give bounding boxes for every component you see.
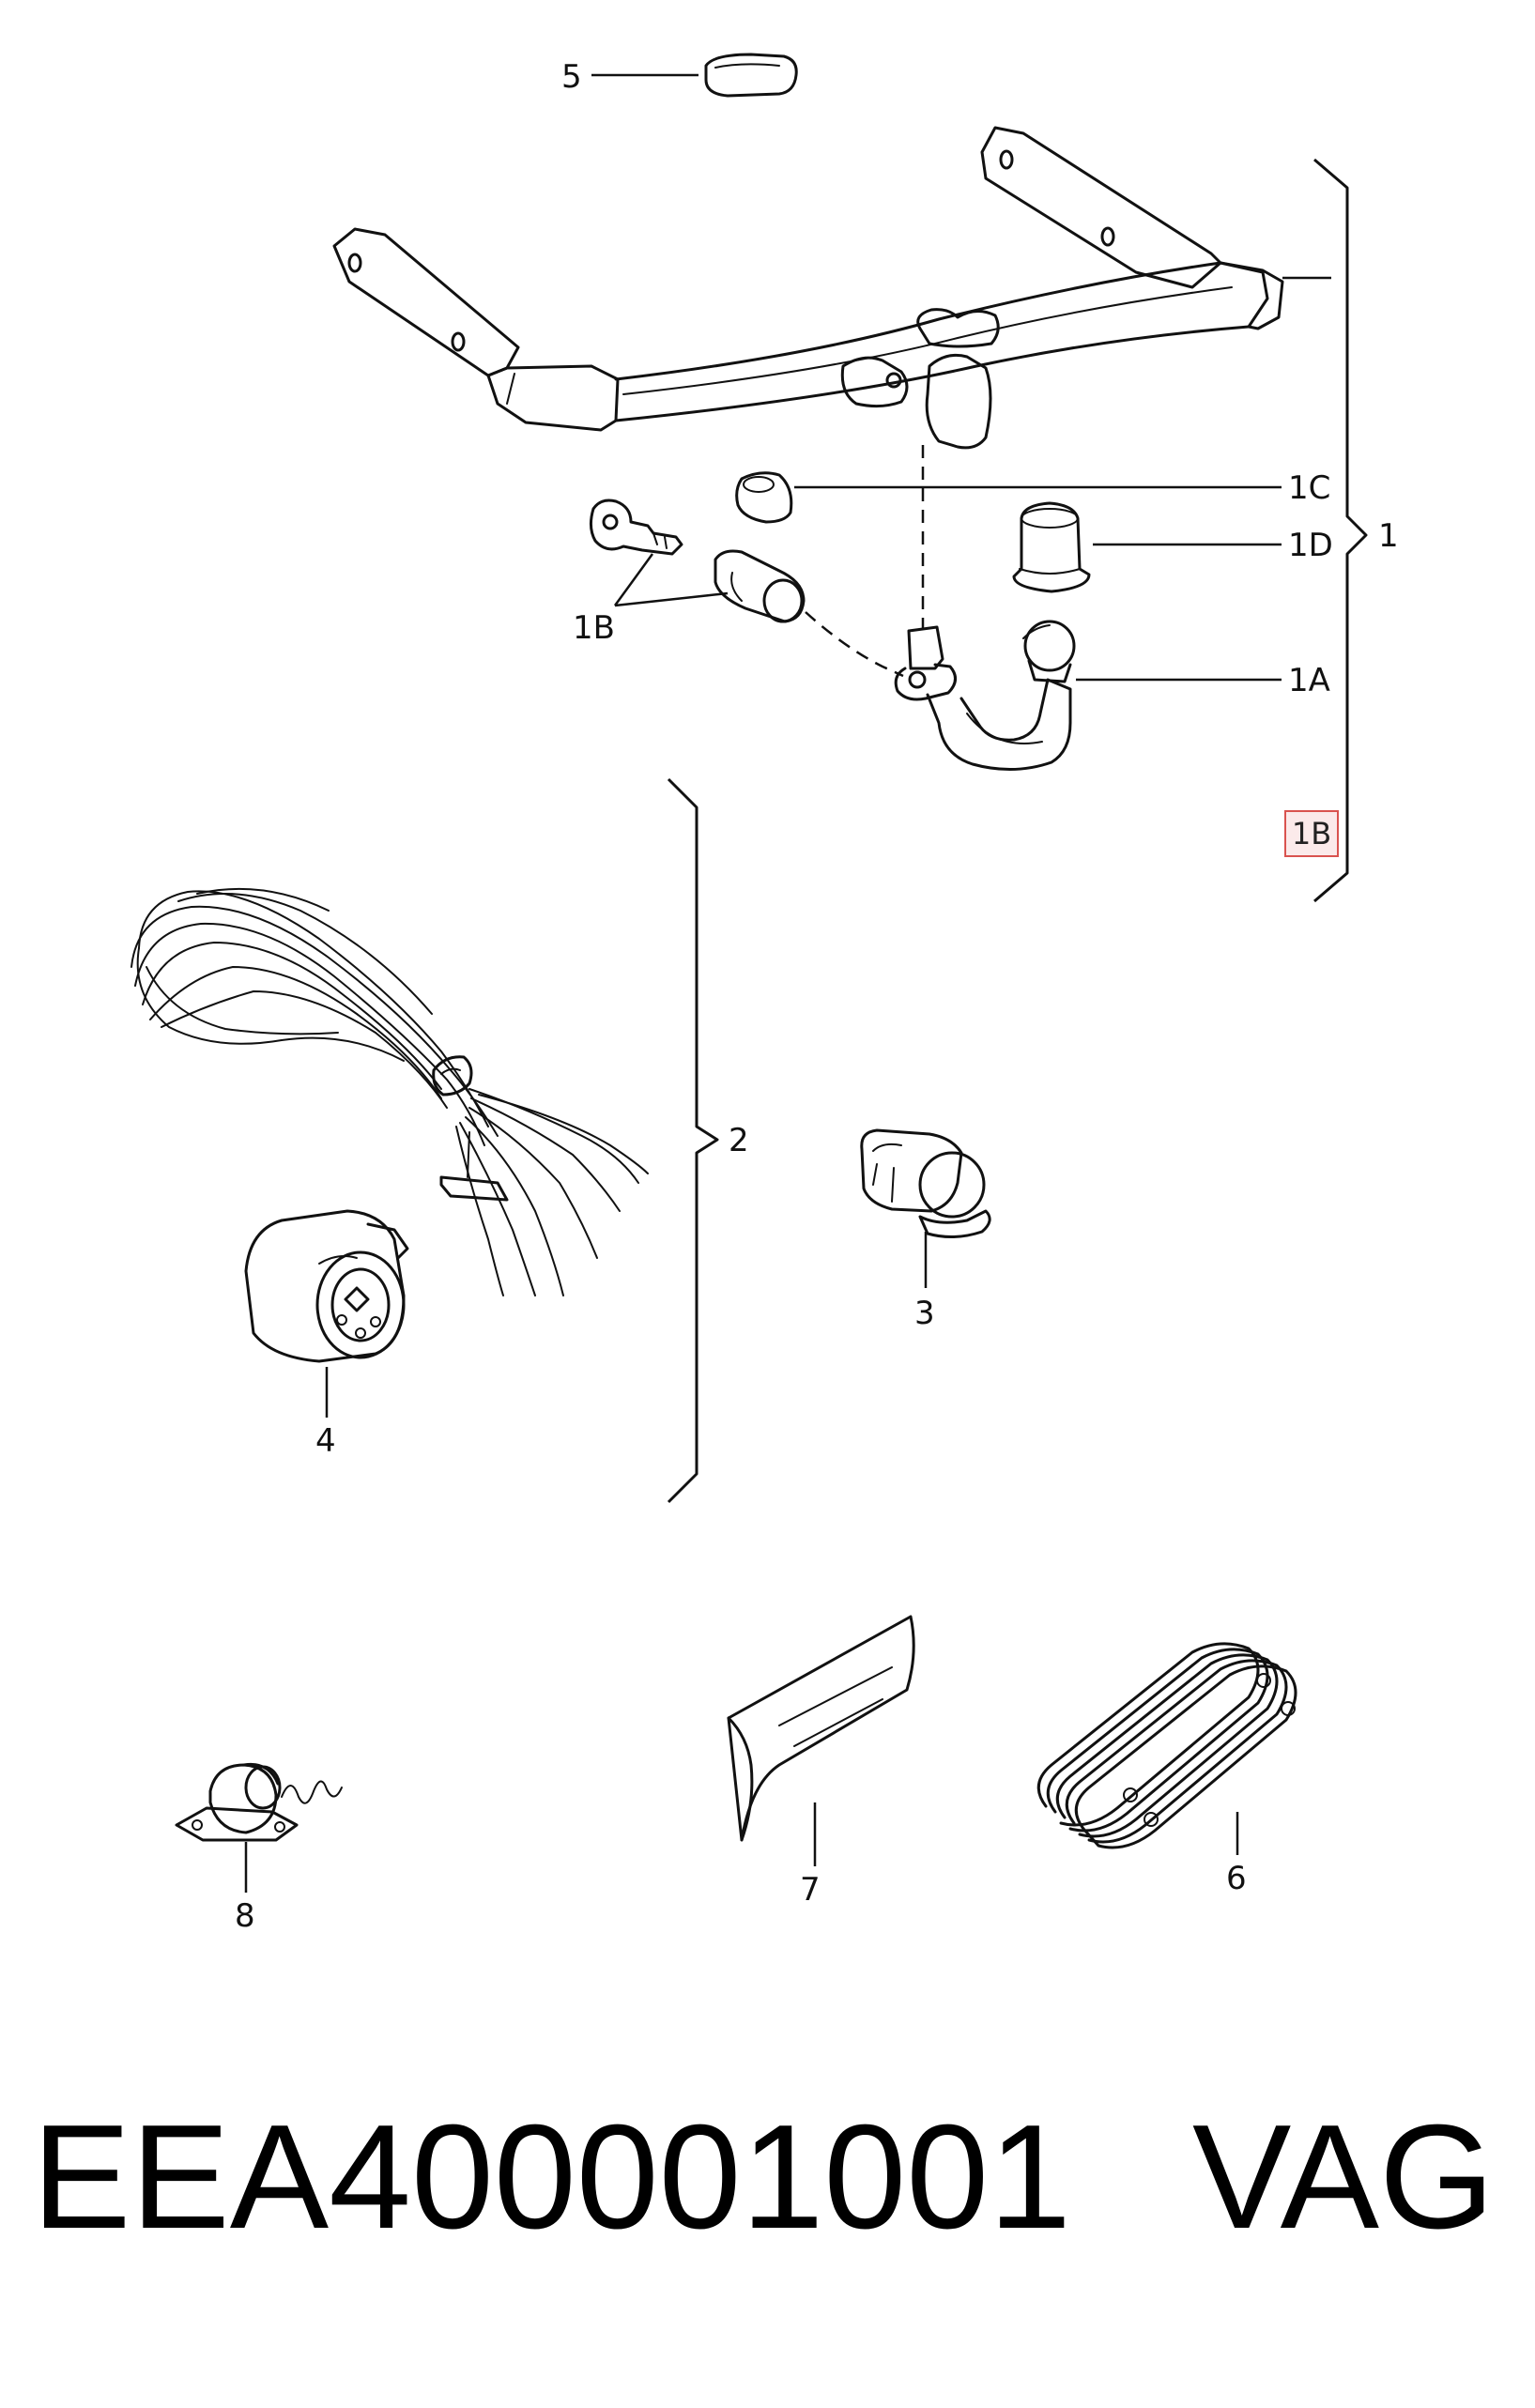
label-1[interactable]: 1 (1378, 517, 1399, 555)
part-3-connector[interactable] (860, 1128, 991, 1238)
dash-1B (805, 611, 904, 678)
label-5[interactable]: 5 (561, 58, 582, 96)
brace-2 (667, 777, 719, 1504)
part-5-cap[interactable] (704, 53, 798, 98)
part-1D-cover[interactable] (1012, 501, 1091, 593)
label-3[interactable]: 3 (914, 1295, 935, 1332)
part-8-clip[interactable] (175, 1762, 343, 1842)
leader-1B (613, 553, 729, 607)
part-6-shims[interactable] (1036, 1642, 1297, 1849)
label-4[interactable]: 4 (315, 1422, 336, 1460)
part-4-socket[interactable] (244, 1209, 409, 1363)
part-1A-towball[interactable] (894, 620, 1076, 771)
part-number: EEA400001001 (32, 2094, 1072, 2260)
highlight-1B-box[interactable]: 1B (1284, 810, 1339, 857)
label-6[interactable]: 6 (1226, 1860, 1247, 1897)
label-7[interactable]: 7 (800, 1871, 821, 1909)
brace-1 (1313, 158, 1368, 903)
part-1B-lock-cylinder[interactable] (714, 549, 806, 623)
part-2-wiring-harness[interactable] (130, 887, 649, 1296)
label-1C[interactable]: 1C (1288, 469, 1330, 507)
label-1B[interactable]: 1B (573, 609, 615, 647)
part-1C-cap[interactable] (735, 471, 793, 524)
label-1A[interactable]: 1A (1288, 662, 1330, 699)
brand-name: VAG (1192, 2094, 1495, 2260)
label-1D[interactable]: 1D (1288, 527, 1333, 564)
label-2[interactable]: 2 (729, 1122, 749, 1159)
part-7-film[interactable] (727, 1615, 915, 1842)
part-1B-key[interactable] (589, 498, 683, 556)
label-8[interactable]: 8 (235, 1897, 255, 1935)
part-1-crossbeam[interactable] (332, 126, 1331, 450)
